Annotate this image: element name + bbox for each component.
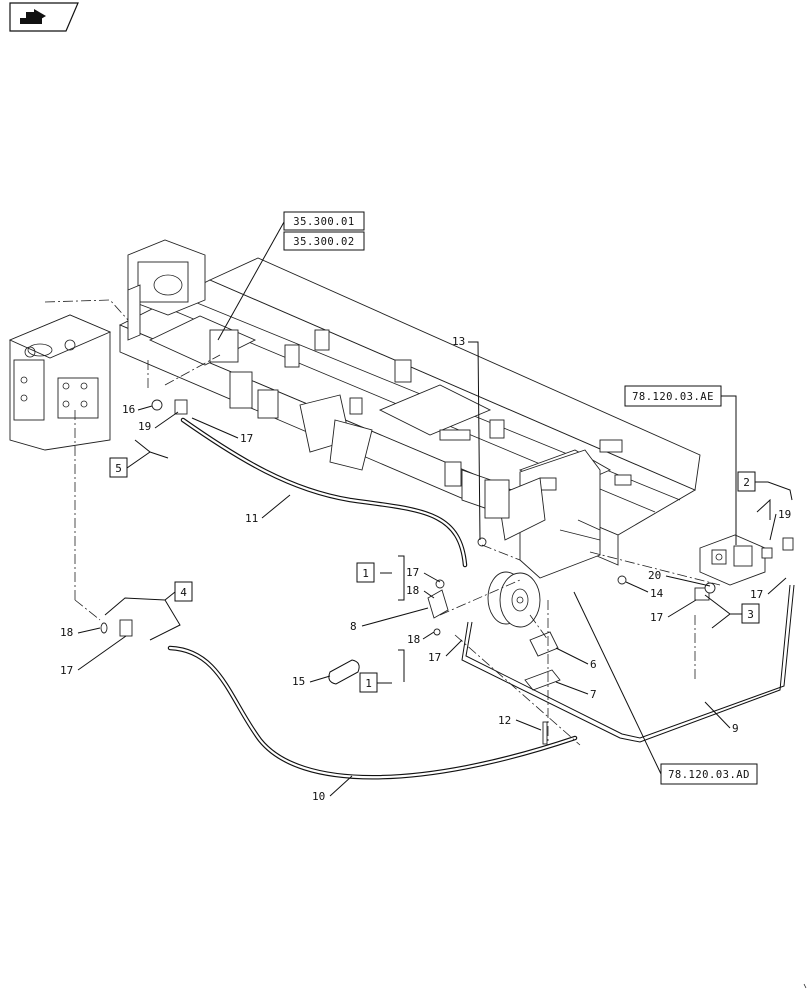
group-box-2[interactable]: 2 — [737, 471, 756, 492]
callout-14: 14 — [625, 581, 664, 600]
svg-text:1: 1 — [362, 567, 369, 580]
svg-text:18: 18 — [406, 584, 419, 597]
callout-16: 16 — [122, 403, 153, 416]
callout-12: 12 — [498, 714, 542, 731]
group-box-1-upper[interactable]: 1 — [356, 562, 375, 583]
ref-box-78-120-03-ae[interactable]: 78.120.03.AE — [624, 385, 722, 407]
svg-text:2: 2 — [743, 476, 750, 489]
callout-6: 6 — [555, 647, 597, 671]
callout-19-right: 19 — [769, 508, 791, 541]
svg-text:17: 17 — [240, 432, 253, 445]
svg-text:4: 4 — [180, 586, 187, 599]
svg-text:13: 13 — [452, 335, 465, 348]
svg-text:8: 8 — [350, 620, 357, 633]
disc-assembly — [487, 571, 541, 628]
ref-box-78-120-03-ad[interactable]: 78.120.03.AD — [660, 763, 758, 785]
group-box-3[interactable]: 3 — [741, 603, 760, 624]
svg-text:18: 18 — [407, 633, 420, 646]
centerlines — [74, 354, 721, 746]
svg-text:1: 1 — [365, 677, 372, 690]
svg-text:19: 19 — [778, 508, 791, 521]
svg-text:20: 20 — [648, 569, 661, 582]
svg-text:17: 17 — [650, 611, 663, 624]
ref-box-35-300-02[interactable]: 35.300.02 — [283, 231, 365, 251]
callout-13: 13 — [452, 335, 481, 541]
svg-text:17: 17 — [60, 664, 73, 677]
svg-text:3: 3 — [747, 608, 754, 621]
next-page-button[interactable] — [9, 2, 79, 32]
svg-text:14: 14 — [650, 587, 664, 600]
group-box-5[interactable]: 5 — [109, 457, 128, 478]
svg-text:10: 10 — [312, 790, 325, 803]
callout-17-mid: 17 — [406, 566, 441, 583]
svg-text:6: 6 — [590, 658, 597, 671]
svg-text:17: 17 — [750, 588, 763, 601]
svg-text:11: 11 — [245, 512, 258, 525]
callout-9: 9 — [704, 701, 739, 735]
svg-text:5: 5 — [115, 462, 122, 475]
svg-text:15: 15 — [292, 675, 305, 688]
callout-17-right: 17 — [650, 599, 697, 624]
callout-8: 8 — [350, 607, 429, 633]
callout-17-top-left: 17 — [191, 417, 253, 445]
svg-text:7: 7 — [590, 688, 597, 701]
callout-18-mid: 18 — [406, 584, 435, 599]
svg-text:35.300.01: 35.300.01 — [293, 216, 354, 228]
callout-18-left: 18 — [60, 626, 101, 639]
callout-18-lower: 18 — [407, 631, 435, 646]
callout-10: 10 — [312, 775, 353, 803]
frame-assembly — [8, 239, 701, 579]
hose-10 — [167, 645, 578, 780]
svg-text:18: 18 — [60, 626, 73, 639]
svg-text:35.300.02: 35.300.02 — [293, 236, 354, 248]
svg-text:19: 19 — [138, 420, 151, 433]
svg-text:17: 17 — [428, 651, 441, 664]
svg-text:16: 16 — [122, 403, 135, 416]
line-9 — [461, 584, 795, 743]
svg-text:17: 17 — [406, 566, 419, 579]
svg-text:78.120.03.AD: 78.120.03.AD — [668, 769, 750, 781]
callout-15: 15 — [292, 675, 331, 688]
callout-20: 20 — [648, 569, 711, 587]
valve-block — [699, 534, 773, 586]
svg-text:78.120.03.AE: 78.120.03.AE — [632, 391, 714, 403]
svg-text:9: 9 — [732, 722, 739, 735]
group-box-1-lower[interactable]: 1 — [359, 672, 378, 693]
hose-11 — [180, 417, 468, 568]
next-page-arrow-icon — [20, 9, 46, 24]
ref-box-35-300-01[interactable]: 35.300.01 — [283, 211, 365, 231]
callout-17-lower: 17 — [428, 639, 463, 664]
svg-text:12: 12 — [498, 714, 511, 727]
callout-17-far-right: 17 — [750, 577, 787, 601]
group-box-4[interactable]: 4 — [174, 581, 193, 602]
callout-11: 11 — [245, 494, 291, 525]
callout-19-left: 19 — [138, 411, 179, 433]
callout-7: 7 — [555, 681, 597, 701]
callout-17-left: 17 — [60, 635, 127, 677]
